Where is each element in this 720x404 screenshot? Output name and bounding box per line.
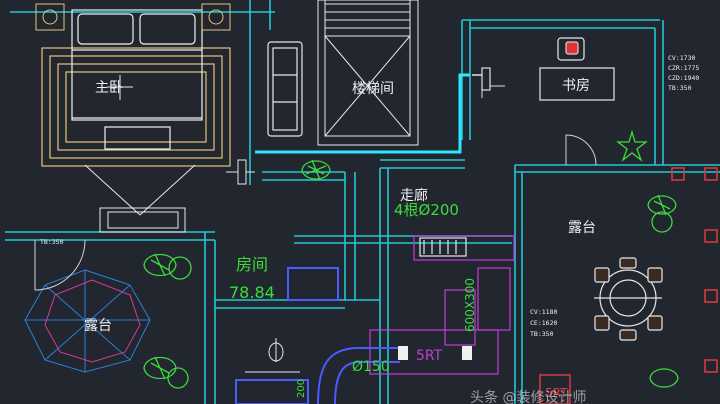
spec-center-line-2: CE:1620 [530,319,557,327]
plant [649,368,679,388]
spec-center-line-3: TB:350 [530,330,554,338]
spec-study-line-1: CV:1730 [668,54,695,62]
nightstand-left [35,3,65,31]
room-label-master-bedroom: 主卧 [95,80,123,96]
walls [5,0,720,404]
duct-small-annotation: 200 [296,379,307,398]
duct-system [235,235,515,404]
crosshair-icon [107,75,133,100]
room-label-room: 房间 [236,255,268,274]
room-label-corridor: 走廊 [400,187,428,204]
unit-label-a: 5RT [416,348,443,364]
spec-center-line-1: CV:1180 [530,308,557,316]
pipe-diameter-annotation: Ø150 [352,359,390,375]
duct-path [255,73,470,154]
umbrella-table [24,269,151,373]
stairwell-stairs [317,0,419,146]
chair-icon [565,41,579,55]
sofa [267,41,303,137]
plant [647,194,677,216]
plant [301,159,331,181]
room-label-terrace-right: 露台 [568,220,596,236]
labels: 主卧 楼梯间 书房 走廊 房间 露台 露台 4根Ø200 78.84 600X3… [40,54,699,404]
corridor-pipe-annotation: 4根Ø200 [394,201,459,219]
toilet-icon [245,338,300,373]
bed-frame [71,9,203,150]
plant [168,256,192,280]
plant [616,129,648,162]
plant [143,356,177,380]
desk [539,37,615,101]
dining-table [594,257,663,341]
column-markers [539,167,718,404]
unit-label-b: 5RT [545,386,568,400]
room-label-terrace-left: 露台 [84,318,112,334]
tv-cabinet [84,164,196,233]
spec-study-line-3: CZD:1940 [668,74,699,82]
room-label-stairwell: 楼梯间 [352,81,394,97]
room-value: 78.84 [229,283,275,302]
spec-left-line-1: TB:350 [40,238,64,246]
plant [651,211,673,233]
ac-unit [226,159,255,185]
spec-study-line-2: CZR:1775 [668,64,699,72]
fan-coil-box [398,346,408,360]
spec-study-line-4: TB:350 [668,84,692,92]
plant [167,367,189,389]
plant [143,253,177,277]
plants [143,129,679,389]
duct-size-annotation: 600X300 [463,278,477,332]
fan-coil-box [462,346,472,360]
bed [41,47,231,167]
door-study [565,134,597,166]
umbrella-ribs [44,279,141,363]
room-label-study: 书房 [562,78,590,94]
watermark: 头条 @装修设计师 [470,389,586,404]
door-terrace-left [34,239,86,291]
nightstand-right [201,3,231,31]
